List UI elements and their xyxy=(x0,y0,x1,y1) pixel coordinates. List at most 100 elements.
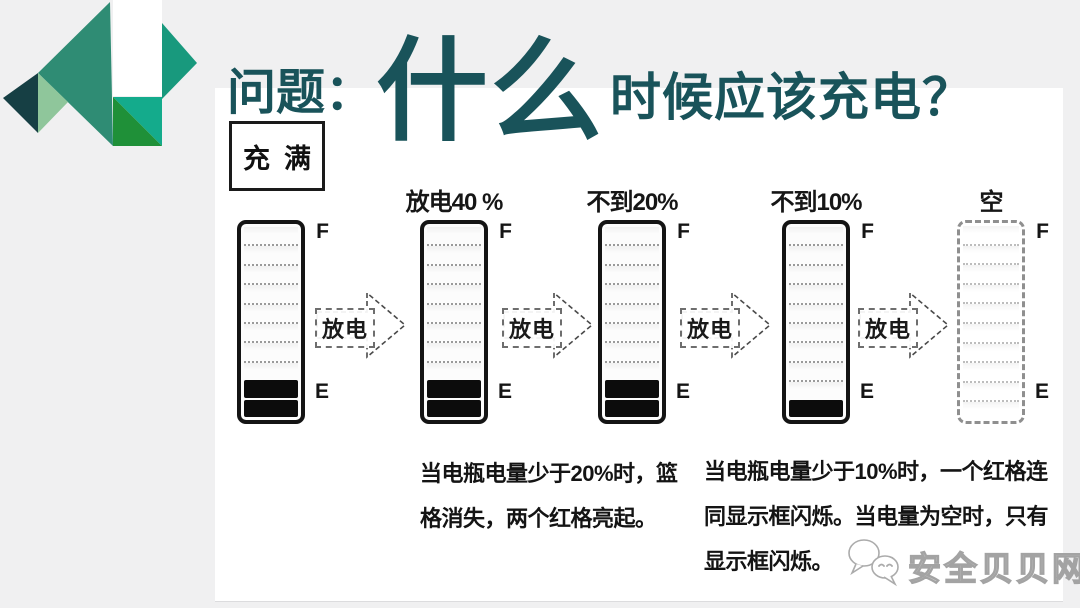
battery-empty-segment xyxy=(963,302,1019,320)
battery-empty-segment xyxy=(963,400,1019,418)
content-panel: 充满 F E 放电 放电40 % F E 放电 xyxy=(215,88,1063,602)
battery-empty-segment xyxy=(427,302,481,321)
battery-empty-segment xyxy=(605,322,659,340)
battery-label: 空 xyxy=(979,189,1004,216)
battery-red-segment xyxy=(244,399,298,418)
battery-red-segment xyxy=(427,380,481,398)
gauge-f-label: F xyxy=(1036,220,1049,243)
battery-gauge-empty xyxy=(957,220,1025,424)
battery-column-10: 不到10% F E xyxy=(770,189,874,424)
gauge-f-label: F xyxy=(316,220,329,243)
battery-empty-segment xyxy=(427,263,481,282)
discharge-arrow-label: 放电 xyxy=(858,308,919,348)
watermark: 安全贝贝网 xyxy=(846,536,1080,590)
gauge-f-label: F xyxy=(499,220,512,243)
title-suffix: 时候应该充电？ xyxy=(610,69,975,126)
gauge-e-label: E xyxy=(497,380,512,403)
discharge-arrow-label: 放电 xyxy=(315,308,376,348)
title-emphasis: 什么 xyxy=(376,29,605,154)
battery-column-40: 放电40 % F E xyxy=(406,189,512,424)
battery-empty-segment xyxy=(244,341,298,359)
battery-empty-segment xyxy=(789,322,843,340)
logo-triangle-main xyxy=(38,2,113,146)
battery-gauge-full xyxy=(237,220,305,424)
discharge-arrow: 放电 xyxy=(315,285,407,365)
note-20-percent: 当电瓶电量少于20%时，篮 格消失，两个红格亮起。 xyxy=(420,451,678,541)
battery-empty-segment xyxy=(789,283,843,301)
battery-empty-segment xyxy=(963,282,1019,301)
chat-bubbles-icon xyxy=(848,539,899,587)
gauge-e-label: E xyxy=(314,380,329,403)
battery-label: 不到20% xyxy=(586,189,678,216)
battery-empty-segment xyxy=(427,227,481,243)
battery-empty-segment xyxy=(963,380,1019,399)
discharge-arrow-label: 放电 xyxy=(680,308,741,348)
battery-empty-segment xyxy=(605,302,659,321)
note-line: 当电瓶电量少于20%时，篮 xyxy=(420,461,678,486)
battery-label: 放电40 % xyxy=(405,189,504,216)
battery-red-segment xyxy=(244,380,298,398)
discharge-arrow: 放电 xyxy=(680,285,772,365)
battery-gauge-40 xyxy=(420,220,488,424)
note-line: 格消失，两个红格亮起。 xyxy=(420,506,657,531)
watermark-text: 安全贝贝网 xyxy=(907,549,1080,587)
battery-empty-segment xyxy=(789,263,843,282)
gauge-f-label: F xyxy=(861,220,874,243)
battery-empty-segment xyxy=(789,244,843,262)
battery-gauge-20 xyxy=(598,220,666,424)
battery-empty-segment xyxy=(605,341,659,359)
battery-empty-segment xyxy=(244,227,298,243)
battery-red-segment xyxy=(605,380,659,398)
battery-empty-segment xyxy=(605,263,659,282)
gauge-e-label: E xyxy=(859,380,874,403)
battery-column-empty: 空 F E xyxy=(957,189,1049,424)
logo-white-notch xyxy=(113,0,162,96)
battery-empty-segment xyxy=(789,302,843,321)
note-10-percent: 当电瓶电量少于10%时，一个红格连 同显示框闪烁。当电量为空时，只有 显示框闪烁… xyxy=(704,449,1049,584)
battery-empty-segment xyxy=(244,360,298,379)
brand-logo xyxy=(3,0,197,146)
gauge-e-label: E xyxy=(675,380,690,403)
battery-empty-segment xyxy=(789,380,843,398)
battery-empty-segment xyxy=(427,322,481,340)
battery-column-full: F E xyxy=(237,220,329,424)
battery-red-segment xyxy=(605,399,659,418)
note-line: 显示框闪烁。 xyxy=(704,549,834,574)
battery-empty-segment xyxy=(963,243,1019,262)
battery-empty-segment xyxy=(605,360,659,379)
logo-triangle-green xyxy=(113,97,162,146)
full-charge-box: 充满 xyxy=(229,121,325,191)
gauge-f-label: F xyxy=(677,220,690,243)
battery-empty-segment xyxy=(244,244,298,262)
gauge-e-label: E xyxy=(1034,380,1049,403)
battery-gauge-10 xyxy=(782,220,850,424)
battery-empty-segment xyxy=(244,263,298,282)
battery-empty-segment xyxy=(789,341,843,359)
logo-triangle-right xyxy=(162,23,197,99)
battery-empty-segment xyxy=(427,244,481,262)
battery-empty-segment xyxy=(963,263,1019,281)
battery-empty-segment xyxy=(244,302,298,321)
battery-empty-segment xyxy=(789,227,843,243)
battery-empty-segment xyxy=(427,360,481,379)
battery-empty-segment xyxy=(963,321,1019,340)
battery-empty-segment xyxy=(244,283,298,301)
battery-empty-segment xyxy=(244,322,298,340)
title-prefix: 问题： xyxy=(227,66,375,120)
battery-empty-segment xyxy=(605,244,659,262)
battery-empty-segment xyxy=(963,341,1019,360)
discharge-arrow: 放电 xyxy=(858,285,950,365)
full-charge-label: 充满 xyxy=(243,143,325,174)
logo-triangle-dark xyxy=(3,73,38,133)
battery-label: 不到10% xyxy=(770,189,862,216)
battery-red-segment xyxy=(789,399,843,418)
battery-empty-segment xyxy=(605,227,659,243)
note-line: 同显示框闪烁。当电量为空时，只有 xyxy=(704,504,1049,529)
logo-triangle-light xyxy=(38,73,68,133)
battery-empty-segment xyxy=(963,361,1019,379)
battery-empty-segment xyxy=(427,283,481,301)
battery-column-20: 不到20% F E xyxy=(586,189,690,424)
battery-empty-segment xyxy=(963,226,1019,242)
battery-empty-segment xyxy=(605,283,659,301)
